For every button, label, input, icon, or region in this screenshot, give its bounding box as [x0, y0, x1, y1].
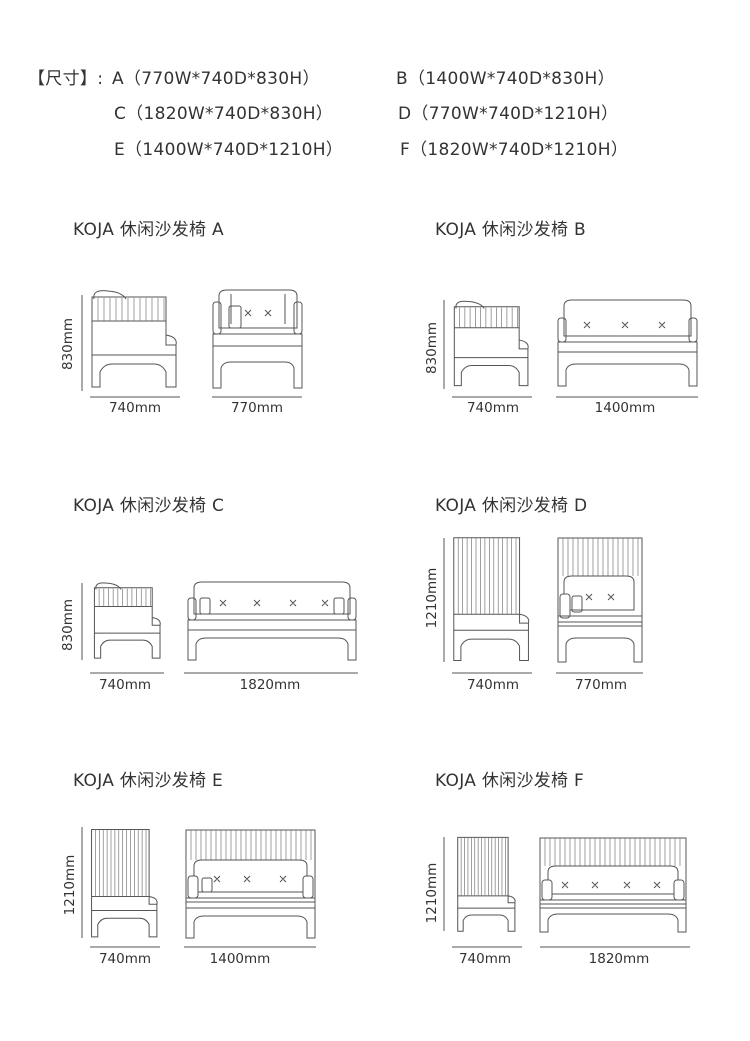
front-view-f — [538, 836, 688, 934]
width-label-d: 770mm — [574, 677, 628, 693]
width-label-f: 1820mm — [588, 951, 650, 967]
side-view-e — [90, 828, 160, 940]
side-view-c — [92, 580, 164, 662]
width-label-c: 1820mm — [239, 677, 301, 693]
front-view-c — [186, 580, 358, 662]
model-title-b: KOJA 休闲沙发椅 B — [435, 220, 587, 240]
model-title-a: KOJA 休闲沙发椅 A — [73, 220, 224, 240]
model-title-d: KOJA 休闲沙发椅 D — [435, 496, 588, 516]
model-title-c: KOJA 休闲沙发椅 C — [73, 496, 225, 516]
depth-label-d: 740mm — [466, 677, 520, 693]
depth-label-b: 740mm — [466, 400, 520, 416]
model-title-e: KOJA 休闲沙发椅 E — [73, 771, 224, 791]
spec-d: D（770W*740D*1210H） — [398, 104, 619, 124]
front-view-a — [211, 288, 304, 391]
depth-label-e: 740mm — [98, 951, 152, 967]
depth-label-c: 740mm — [98, 677, 152, 693]
width-label-b: 1400mm — [594, 400, 656, 416]
spec-a: A（770W*740D*830H） — [112, 69, 320, 89]
front-view-d — [556, 536, 644, 664]
model-title-f: KOJA 休闲沙发椅 F — [435, 771, 585, 791]
width-label-e: 1400mm — [209, 951, 271, 967]
front-view-b — [556, 298, 699, 390]
spec-e: E（1400W*740D*1210H） — [114, 140, 344, 160]
front-view-e — [184, 828, 317, 940]
spec-f: F（1820W*740D*1210H） — [400, 140, 629, 160]
side-view-d — [452, 536, 532, 664]
side-view-b — [452, 298, 532, 390]
side-view-f — [455, 836, 519, 934]
spec-b: B（1400W*740D*830H） — [396, 69, 615, 89]
depth-label-f: 740mm — [458, 951, 512, 967]
side-view-a — [90, 287, 180, 392]
spec-label: 【尺寸】: — [28, 69, 104, 89]
width-label-a: 770mm — [230, 400, 284, 416]
spec-c: C（1820W*740D*830H） — [114, 104, 334, 124]
depth-label-a: 740mm — [108, 400, 162, 416]
